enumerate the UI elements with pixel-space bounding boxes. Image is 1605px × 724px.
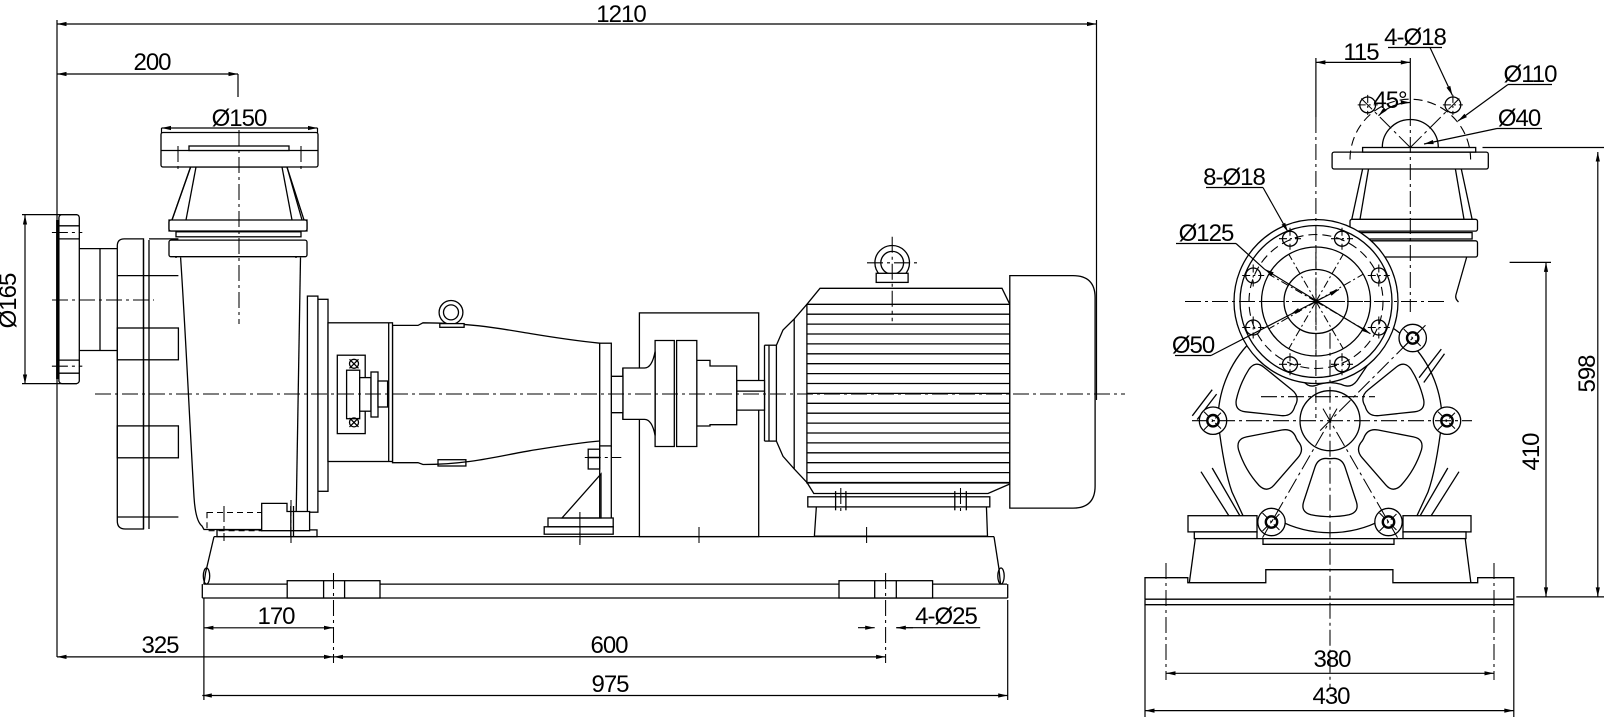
svg-text:Ø165: Ø165 [0,273,22,328]
svg-text:380: 380 [1313,646,1351,673]
svg-text:325: 325 [141,632,179,659]
svg-text:4-Ø18: 4-Ø18 [1384,24,1446,51]
svg-text:Ø125: Ø125 [1179,220,1234,247]
svg-text:Ø50: Ø50 [1172,332,1215,359]
svg-text:975: 975 [591,671,629,698]
svg-text:1210: 1210 [596,1,646,28]
svg-text:600: 600 [590,632,628,659]
svg-text:200: 200 [133,49,171,76]
svg-text:Ø40: Ø40 [1498,105,1541,132]
svg-text:4-Ø25: 4-Ø25 [915,603,977,630]
svg-text:410: 410 [1518,433,1545,471]
svg-text:Ø150: Ø150 [212,105,267,132]
svg-text:170: 170 [257,603,295,630]
svg-text:8-Ø18: 8-Ø18 [1203,164,1265,191]
svg-text:115: 115 [1343,39,1379,66]
svg-text:598: 598 [1574,355,1601,393]
svg-text:430: 430 [1312,683,1350,710]
svg-text:45°: 45° [1373,87,1407,114]
svg-text:Ø110: Ø110 [1504,61,1558,88]
